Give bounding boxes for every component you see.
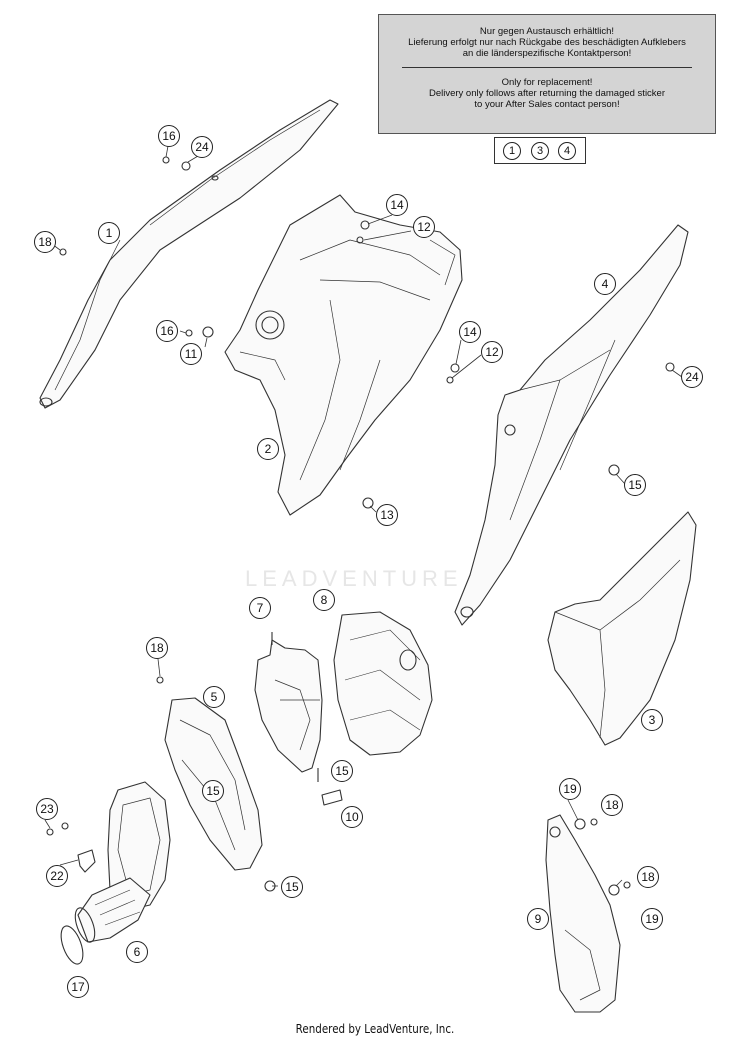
callout-12[interactable]: 12 <box>413 216 435 238</box>
notice-english-line-2: Delivery only follows after returning th… <box>428 88 666 99</box>
callout-22[interactable]: 22 <box>46 865 68 887</box>
callout-5[interactable]: 5 <box>203 686 225 708</box>
callout-18[interactable]: 18 <box>34 231 56 253</box>
callout-18[interactable]: 18 <box>601 794 623 816</box>
callout-13[interactable]: 13 <box>376 504 398 526</box>
kit-part-4[interactable]: 4 <box>558 142 576 160</box>
callout-8[interactable]: 8 <box>313 589 335 611</box>
part-9-rear-cover <box>545 814 621 1013</box>
kit-part-3[interactable]: 3 <box>531 142 549 160</box>
callout-23[interactable]: 23 <box>36 798 58 820</box>
callout-6[interactable]: 6 <box>126 941 148 963</box>
notice-german-line-3: an die länderspezifische Kontaktperson! <box>462 48 632 59</box>
callout-17[interactable]: 17 <box>67 976 89 998</box>
part-8-air-filter <box>333 611 433 756</box>
callout-14[interactable]: 14 <box>459 321 481 343</box>
callout-12[interactable]: 12 <box>481 341 503 363</box>
part-17-clamp <box>60 925 84 965</box>
kit-part-1[interactable]: 1 <box>503 142 521 160</box>
callout-14[interactable]: 14 <box>386 194 408 216</box>
callout-15[interactable]: 15 <box>202 780 224 802</box>
part-4-side-panel <box>454 224 689 626</box>
replacement-kit-parts: 1 3 4 <box>494 137 586 164</box>
callout-24[interactable]: 24 <box>191 136 213 158</box>
callout-16[interactable]: 16 <box>156 320 178 342</box>
callout-3[interactable]: 3 <box>641 709 663 731</box>
notice-divider <box>402 67 692 68</box>
callout-18[interactable]: 18 <box>146 637 168 659</box>
callout-7[interactable]: 7 <box>249 597 271 619</box>
callout-15[interactable]: 15 <box>624 474 646 496</box>
callout-15[interactable]: 15 <box>281 876 303 898</box>
part-2-airbox-housing <box>224 194 463 516</box>
callout-1[interactable]: 1 <box>98 222 120 244</box>
callout-11[interactable]: 11 <box>180 343 202 365</box>
notice-german-line-2: Lieferung erfolgt nur nach Rückgabe des … <box>408 37 686 48</box>
footer-credit: Rendered by LeadVenture, Inc. <box>295 1022 455 1036</box>
callout-15[interactable]: 15 <box>331 760 353 782</box>
part-7-filter-cage <box>254 632 323 782</box>
callout-19[interactable]: 19 <box>641 908 663 930</box>
callout-2[interactable]: 2 <box>257 438 279 460</box>
callout-24[interactable]: 24 <box>681 366 703 388</box>
callout-4[interactable]: 4 <box>594 273 616 295</box>
callout-10[interactable]: 10 <box>341 806 363 828</box>
callout-16[interactable]: 16 <box>158 125 180 147</box>
part-1-side-strip <box>39 99 339 409</box>
notice-english-line-3: to your After Sales contact person! <box>474 99 620 110</box>
part-22-clip <box>77 849 96 873</box>
watermark-text: LEADVENTURE <box>245 566 463 591</box>
part-3-number-plate <box>547 511 697 746</box>
notice-german-line-1: Nur gegen Austausch erhältlich! <box>479 26 615 37</box>
notice-english-line-1: Only for replacement! <box>501 77 593 88</box>
part-6-airbox-boot <box>74 781 171 943</box>
replacement-notice-box: Nur gegen Austausch erhältlich! Lieferun… <box>378 14 716 134</box>
callout-9[interactable]: 9 <box>527 908 549 930</box>
fasteners <box>46 156 675 896</box>
callout-18[interactable]: 18 <box>637 866 659 888</box>
callout-19[interactable]: 19 <box>559 778 581 800</box>
